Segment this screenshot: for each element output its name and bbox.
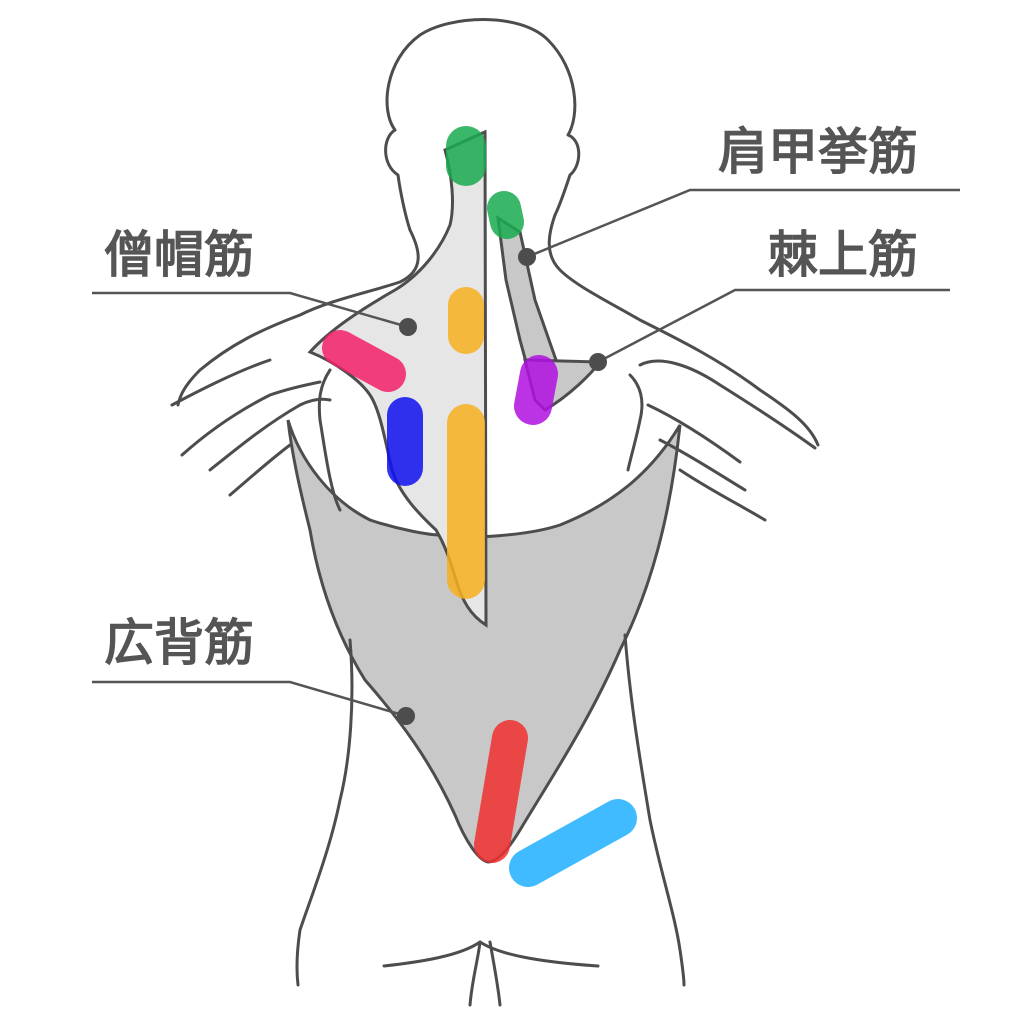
red-lower-back-marker <box>474 720 528 863</box>
leader-dot-supraspinatus <box>589 353 607 371</box>
leader-dot-levator <box>518 248 536 266</box>
green-lower-neck-marker <box>487 191 524 239</box>
leader-dot-latissimus <box>397 707 415 725</box>
label-levator-scapulae: 肩甲挙筋 <box>718 123 918 181</box>
tape-markers <box>322 126 637 887</box>
label-trapezius: 僧帽筋 <box>104 226 254 284</box>
label-supraspinatus: 棘上筋 <box>768 226 918 284</box>
cyan-hip-marker <box>509 799 637 887</box>
leader-line-latissimus <box>92 680 407 718</box>
leader-line-levator <box>526 188 960 259</box>
leader-line-supraspinatus <box>597 288 950 364</box>
leader-line-trapezius <box>92 291 409 329</box>
leader-dot-trapezius <box>399 318 417 336</box>
body-outline <box>170 18 820 1007</box>
label-latissimus-dorsi: 広背筋 <box>104 614 254 672</box>
leader-dots <box>397 248 607 725</box>
pink-shoulder-marker <box>322 330 406 392</box>
leader-lines <box>92 188 960 718</box>
purple-scapula-marker <box>514 355 558 425</box>
